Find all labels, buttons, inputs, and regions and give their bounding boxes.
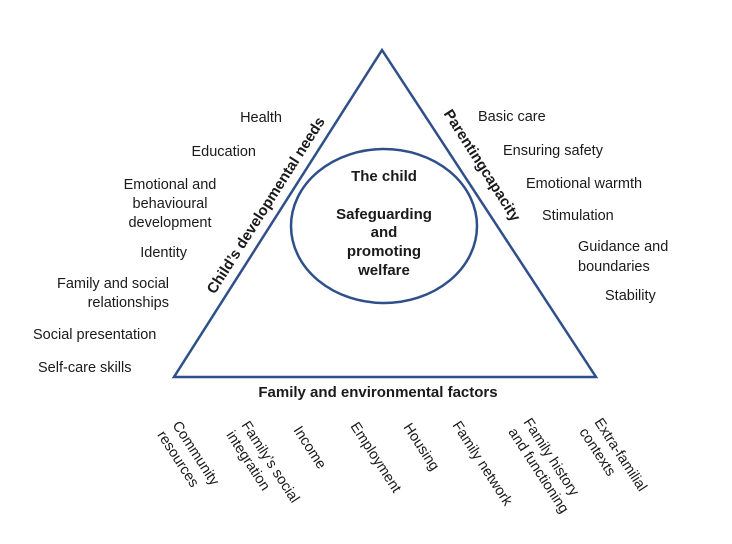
parenting-guidance: Guidance and boundaries	[578, 239, 668, 275]
factor-income: Income	[290, 423, 329, 472]
factor-family-network: Family network	[449, 418, 516, 509]
framework-triangle	[171, 47, 599, 379]
side-label-environmental-factors: Family and environmental factors	[258, 384, 497, 401]
need-emotional-line-3: development	[128, 215, 211, 231]
center-line-3: promoting	[347, 243, 421, 260]
factor-housing: Housing	[400, 420, 442, 473]
center-line-1: Safeguarding	[336, 206, 432, 223]
factor-extra-familial: Extra-familial contexts	[576, 415, 650, 494]
parenting-guidance-line-1: Guidance and	[578, 239, 668, 255]
factor-housing-label: Housing	[400, 420, 442, 473]
parenting-stability: Stability	[605, 288, 657, 304]
factor-employment: Employment	[347, 419, 404, 495]
need-social-presentation: Social presentation	[33, 327, 156, 343]
need-emotional-line-1: Emotional and	[124, 177, 217, 193]
need-health: Health	[240, 110, 282, 126]
need-identity: Identity	[140, 245, 187, 261]
side-label-developmental-needs: Child’s developmental needs	[204, 114, 329, 297]
parenting-emotional-warmth: Emotional warmth	[526, 176, 642, 192]
center-ellipse	[289, 147, 479, 305]
need-education: Education	[192, 144, 257, 160]
parenting-ensuring-safety: Ensuring safety	[503, 143, 604, 159]
factor-employment-label: Employment	[347, 419, 404, 495]
center-title: The child	[351, 168, 417, 185]
need-emotional-behavioural: Emotional and behavioural development	[124, 177, 217, 231]
factor-family-history: Family history and functioning	[505, 415, 583, 516]
parenting-basic-care: Basic care	[478, 109, 546, 125]
need-family-social-line-1: Family and social	[57, 276, 169, 292]
center-line-2: and	[371, 224, 398, 241]
parenting-guidance-line-2: boundaries	[578, 259, 650, 275]
parenting-stimulation: Stimulation	[542, 208, 614, 224]
need-self-care: Self-care skills	[38, 360, 131, 376]
need-emotional-line-2: behavioural	[133, 196, 208, 212]
factor-income-label: Income	[290, 423, 329, 472]
factor-family-network-label: Family network	[449, 418, 516, 509]
factor-community-resources: Community resources	[154, 418, 223, 490]
center-line-4: welfare	[357, 262, 410, 279]
need-family-social: Family and social relationships	[57, 276, 169, 311]
need-family-social-line-2: relationships	[88, 295, 169, 311]
